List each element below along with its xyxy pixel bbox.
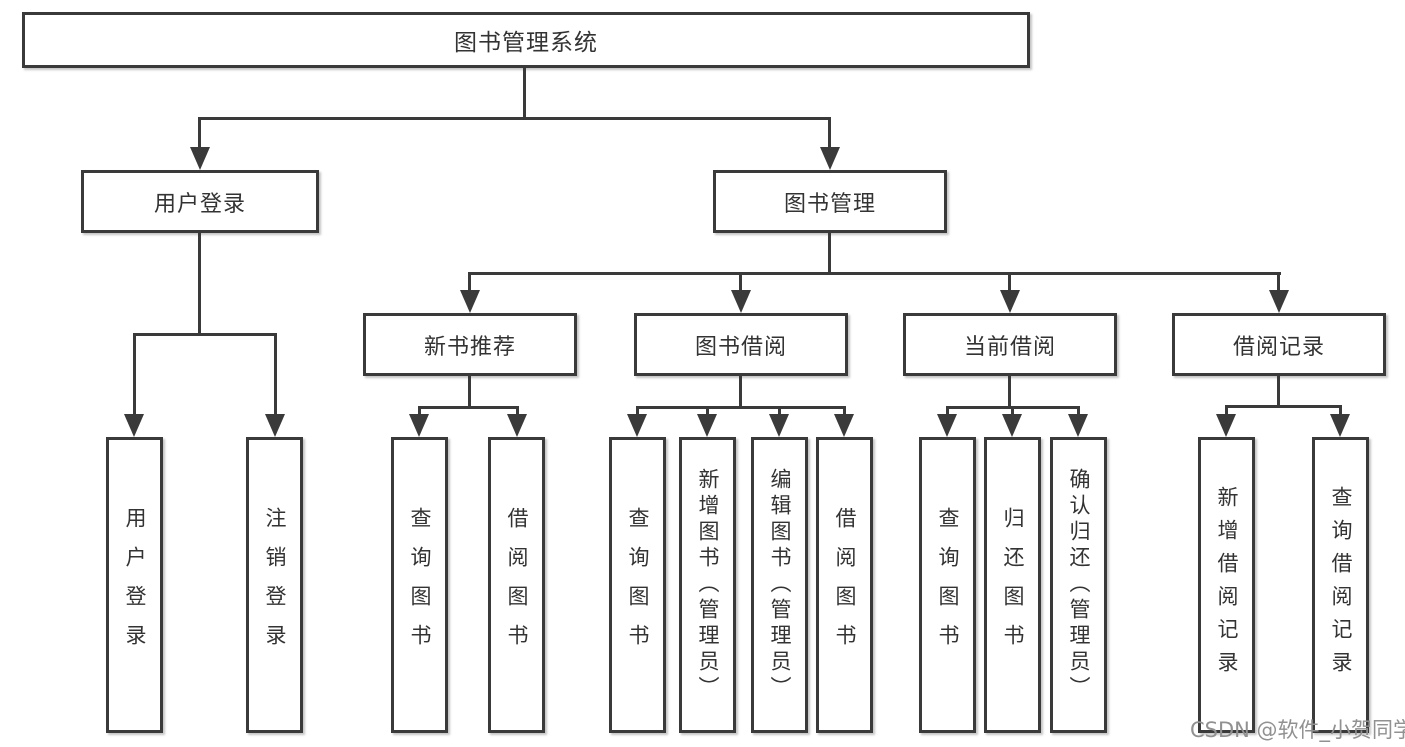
leaf-record-query: 查询借阅记录 <box>1312 437 1369 733</box>
connector-user-login-bar <box>133 333 277 336</box>
arrow-user-login <box>190 147 210 170</box>
node-new-book-rec-label: 新书推荐 <box>423 334 516 360</box>
leaf-current-return: 归还图书 <box>984 437 1041 733</box>
connector-borrow-record-stem <box>1277 376 1280 407</box>
node-book-borrow: 图书借阅 <box>634 313 848 376</box>
node-root: 图书管理系统 <box>22 12 1030 68</box>
leaf-record-query-label: 查询借阅记录 <box>1329 486 1353 684</box>
connector-borrow-record-bar <box>1225 405 1342 408</box>
arrow-book-borrow <box>731 290 751 313</box>
csdn-watermark: CSDN @软件_小贺同学 <box>1190 718 1405 742</box>
connector-book-mgmt-stem <box>828 233 831 275</box>
arrow-cb-confirm <box>1068 414 1088 437</box>
connector-bb-edit-arm <box>778 406 781 418</box>
leaf-newbook-borrow: 借阅图书 <box>488 437 545 733</box>
node-new-book-rec: 新书推荐 <box>363 313 577 376</box>
leaf-current-return-label: 归还图书 <box>1001 507 1025 663</box>
connector-current-borrow-arm <box>1008 272 1011 294</box>
node-user-login: 用户登录 <box>81 170 319 233</box>
leaf-borrow-edit-label: 编辑图书（管理员） <box>768 468 792 702</box>
leaf-newbook-query: 查询图书 <box>391 437 448 733</box>
arrow-new-book <box>460 290 480 313</box>
connector-nb-borrow-arm <box>516 406 519 418</box>
leaf-borrow-borrow-label: 借阅图书 <box>833 507 857 663</box>
leaf-current-confirm-label: 确认归还（管理员） <box>1067 468 1091 702</box>
leaf-current-query: 查询图书 <box>919 437 976 733</box>
node-borrow-records: 借阅记录 <box>1172 313 1386 376</box>
leaf-current-query-label: 查询图书 <box>936 507 960 663</box>
leaf-user-login-label: 用户登录 <box>123 507 147 663</box>
arrow-nb-query <box>409 414 429 437</box>
connector-new-book-arm <box>468 272 471 294</box>
arrow-br-add <box>1216 414 1236 437</box>
leaf-record-add-label: 新增借阅记录 <box>1215 486 1239 684</box>
node-book-borrow-label: 图书借阅 <box>694 334 787 360</box>
connector-new-book-bar <box>418 406 519 409</box>
connector-bb-query-arm <box>636 406 639 418</box>
connector-login-arm <box>133 333 136 417</box>
connector-cb-query-arm <box>946 406 949 418</box>
leaf-logout: 注销登录 <box>246 437 303 733</box>
connector-book-mgmt-arm <box>828 117 831 150</box>
node-book-mgmt: 图书管理 <box>713 170 947 233</box>
arrow-bb-edit <box>769 414 789 437</box>
connector-logout-arm <box>274 333 277 417</box>
leaf-newbook-borrow-label: 借阅图书 <box>505 507 529 663</box>
leaf-logout-label: 注销登录 <box>263 507 287 663</box>
node-user-login-label: 用户登录 <box>153 191 246 217</box>
connector-borrow-record-arm <box>1277 272 1280 294</box>
connector-level3-bar <box>468 272 1281 275</box>
leaf-borrow-add: 新增图书（管理员） <box>679 437 736 733</box>
arrow-cb-query <box>937 414 957 437</box>
node-root-label: 图书管理系统 <box>454 30 598 56</box>
connector-level2-bar <box>198 117 831 120</box>
leaf-user-login: 用户登录 <box>106 437 163 733</box>
connector-book-borrow-bar <box>636 406 846 409</box>
leaf-borrow-borrow: 借阅图书 <box>816 437 873 733</box>
node-borrow-records-label: 借阅记录 <box>1232 334 1325 360</box>
arrow-cb-return <box>1002 414 1022 437</box>
connector-br-add-arm <box>1225 405 1228 418</box>
leaf-borrow-edit: 编辑图书（管理员） <box>751 437 808 733</box>
arrow-book-mgmt <box>820 147 840 170</box>
connector-root-stem <box>523 68 526 120</box>
connector-br-query-arm <box>1339 405 1342 418</box>
leaf-borrow-add-label: 新增图书（管理员） <box>696 468 720 702</box>
connector-bb-borrow-arm <box>843 406 846 418</box>
arrow-bb-query <box>627 414 647 437</box>
node-book-mgmt-label: 图书管理 <box>783 191 876 217</box>
leaf-newbook-query-label: 查询图书 <box>408 507 432 663</box>
arrow-bb-borrow <box>834 414 854 437</box>
connector-user-login-arm <box>198 117 201 150</box>
arrow-borrow-record <box>1269 290 1289 313</box>
arrow-login-leaf <box>124 414 144 437</box>
arrow-logout-leaf <box>265 414 285 437</box>
connector-new-book-stem <box>468 376 471 409</box>
arrow-nb-borrow <box>507 414 527 437</box>
connector-current-borrow-stem <box>1008 376 1011 409</box>
connector-nb-query-arm <box>418 406 421 418</box>
connector-book-borrow-arm <box>739 272 742 294</box>
connector-cb-confirm-arm <box>1077 406 1080 418</box>
connector-book-borrow-stem <box>739 376 742 409</box>
leaf-borrow-query-label: 查询图书 <box>626 507 650 663</box>
arrow-current-borrow <box>1000 290 1020 313</box>
arrow-br-query <box>1330 414 1350 437</box>
connector-user-login-stem <box>198 233 201 336</box>
connector-cb-return-arm <box>1011 406 1014 418</box>
node-current-borrow-label: 当前借阅 <box>963 334 1056 360</box>
leaf-borrow-query: 查询图书 <box>609 437 666 733</box>
node-current-borrow: 当前借阅 <box>903 313 1117 376</box>
connector-bb-add-arm <box>706 406 709 418</box>
leaf-current-confirm: 确认归还（管理员） <box>1050 437 1107 733</box>
arrow-bb-add <box>697 414 717 437</box>
leaf-record-add: 新增借阅记录 <box>1198 437 1255 733</box>
